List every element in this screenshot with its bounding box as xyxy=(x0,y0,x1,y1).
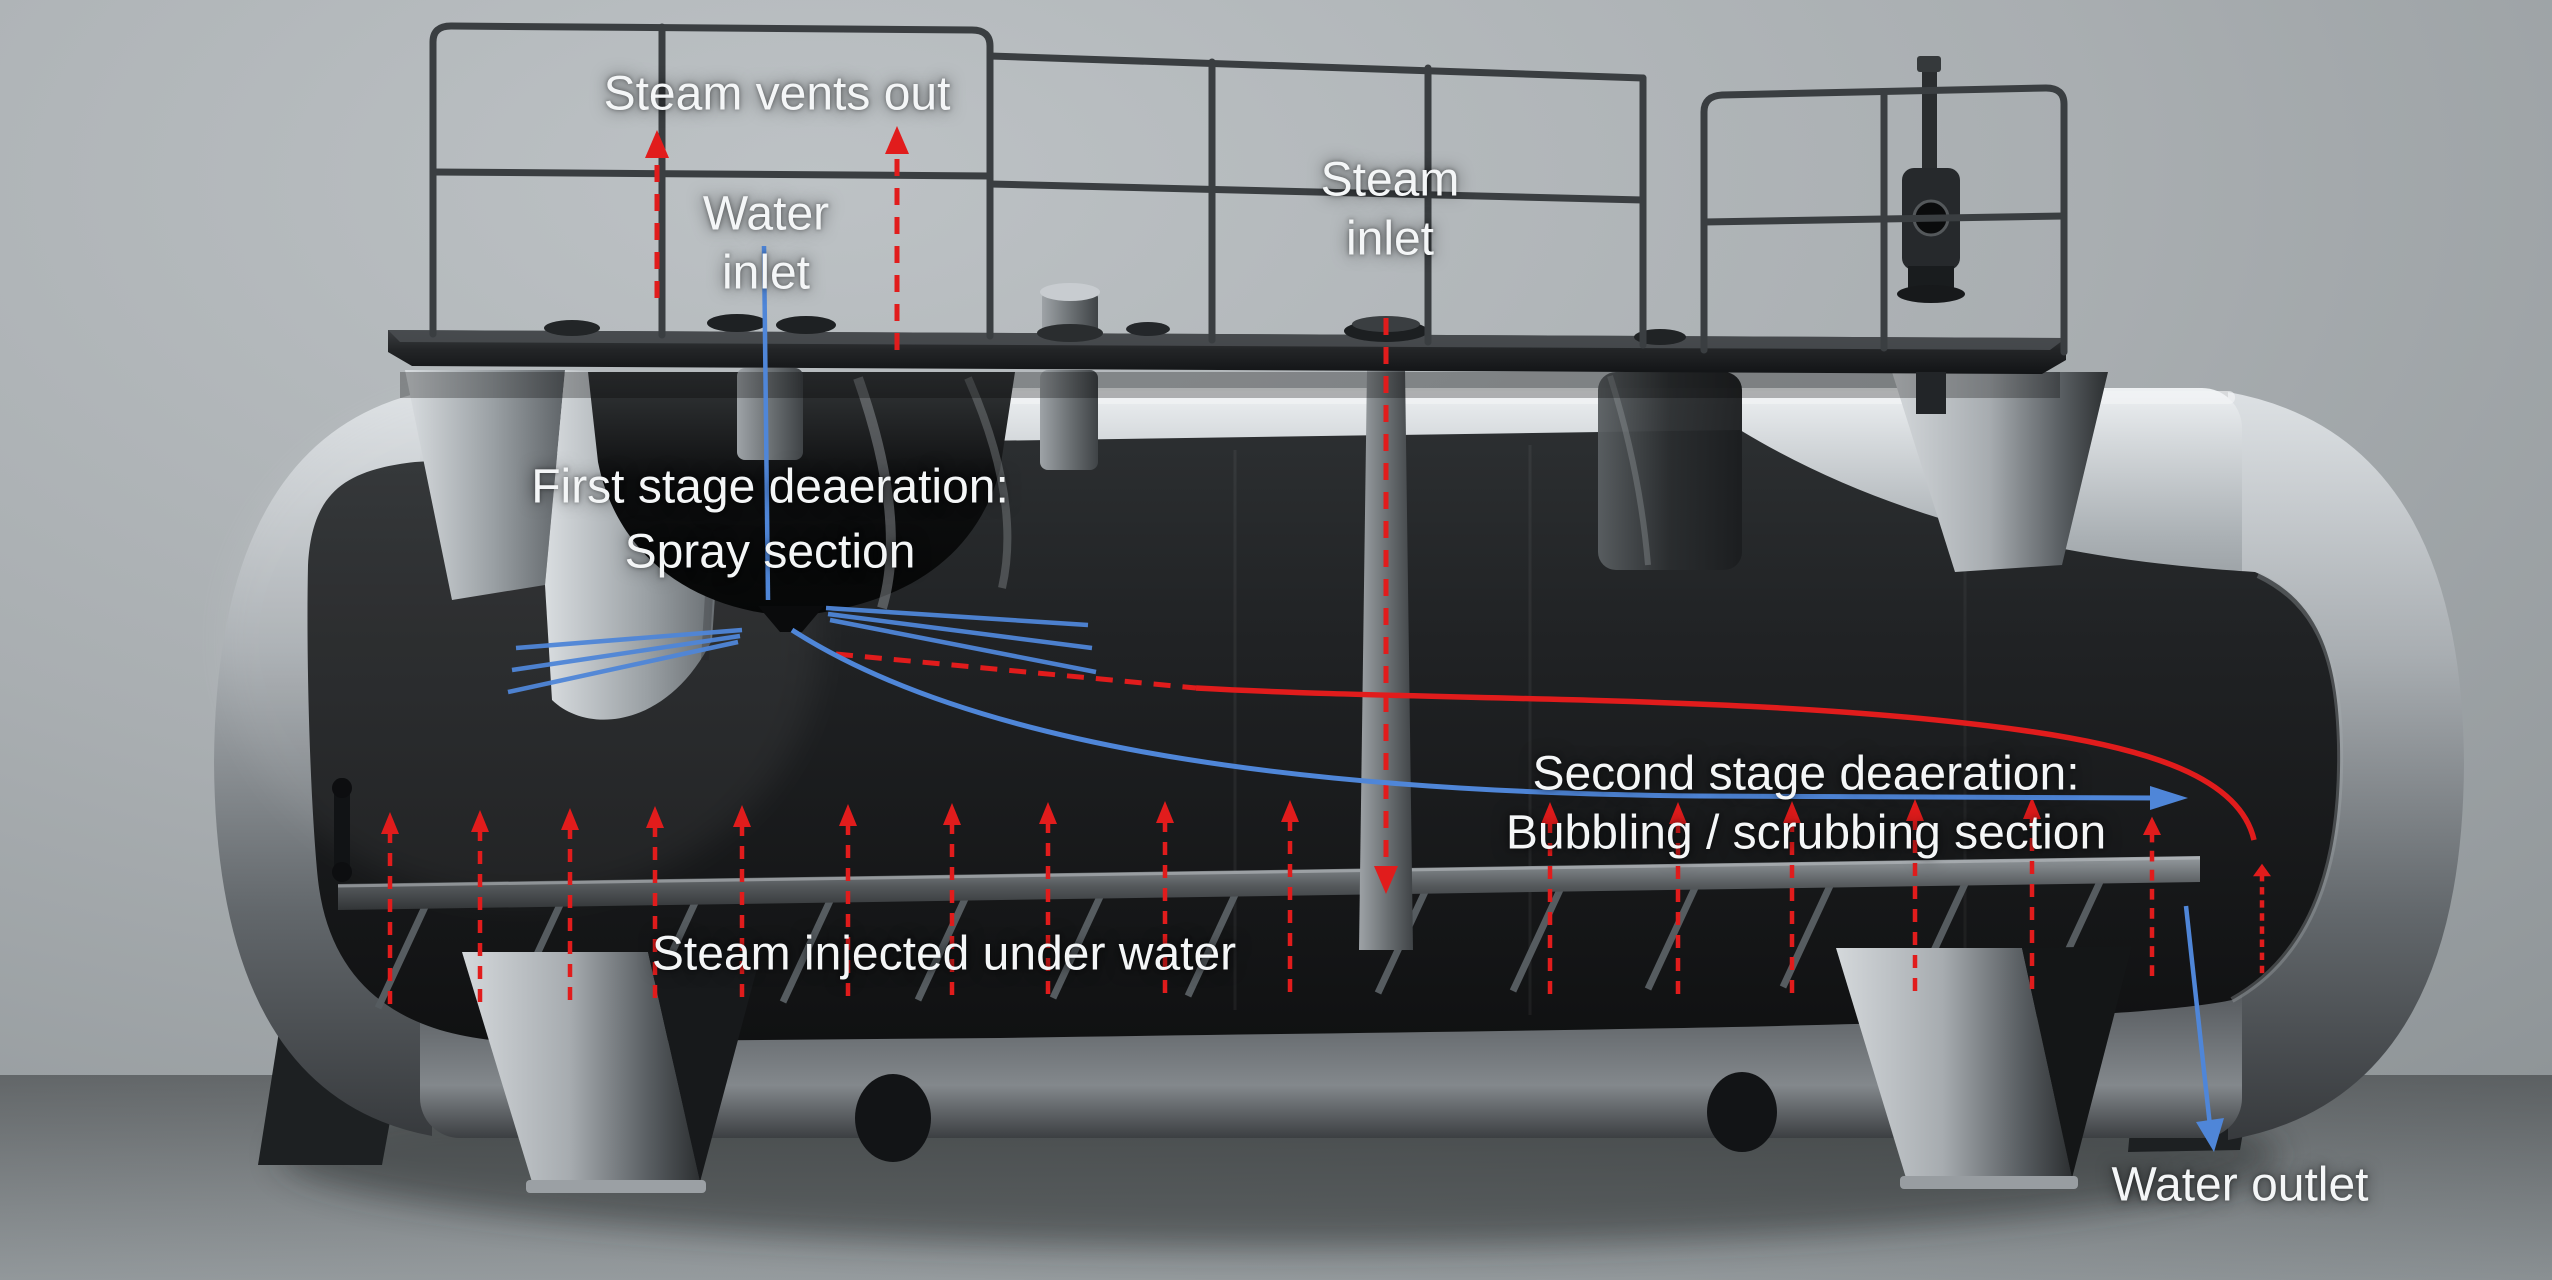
valve-stem-tip xyxy=(1917,56,1941,72)
deck-support-gusset-right xyxy=(1892,372,2108,572)
water-outlet-arrowhead-icon xyxy=(2196,1118,2224,1152)
spray-line xyxy=(507,639,739,695)
handhole-fitting xyxy=(334,778,350,878)
valve-deck-stub xyxy=(1916,372,1946,414)
steam-scrub-path xyxy=(835,651,2257,841)
water-main-arrowhead-icon xyxy=(2150,786,2188,810)
spray-line xyxy=(827,611,1093,651)
front-leg-right-side xyxy=(2022,946,2132,1178)
steam-inlet-pipe xyxy=(1359,368,1413,950)
deck-support-gusset-left xyxy=(405,370,565,600)
railing-frame-left xyxy=(429,22,994,340)
front-leg-left-base xyxy=(526,1180,706,1193)
spray-dome-strap xyxy=(853,376,896,610)
steam-vent-arrowhead-icon xyxy=(885,126,909,154)
safety-valve xyxy=(1897,56,1965,414)
label-second-stage-line2: Bubbling / scrubbing section xyxy=(1505,806,2107,859)
spray-line xyxy=(515,627,743,651)
bottom-drain-stub xyxy=(1707,1072,1777,1152)
steam-vent-arrows xyxy=(645,126,909,350)
steam-inlet-flow xyxy=(1374,318,1398,894)
label-water-outlet: Water outlet xyxy=(2111,1158,2369,1212)
handhole-fitting-top xyxy=(332,778,352,798)
steam-scrub-path-dashed xyxy=(835,651,1197,691)
water-inlet-nozzle xyxy=(737,368,803,460)
front-leg-right xyxy=(1836,948,2072,1178)
spray-line xyxy=(511,633,741,673)
sparger-drop-tube xyxy=(779,888,839,1004)
spray-line xyxy=(829,617,1097,675)
label-first-stage-line2: Spray section xyxy=(624,526,916,579)
front-leg-left xyxy=(462,952,700,1182)
spray-dome-body xyxy=(588,372,1015,614)
railing-midrail-left xyxy=(429,168,994,180)
deck-platform xyxy=(388,330,2066,398)
sparger-drop-tube xyxy=(914,886,974,1002)
label-steam-inlet-line2: inlet xyxy=(1345,212,1435,265)
sparger-drop-tube xyxy=(1644,875,1704,991)
deck-shadow-on-tank xyxy=(400,372,2060,398)
deck-flange-small xyxy=(1126,322,1170,336)
right-cut-rim xyxy=(2230,572,2344,1003)
water-inlet-flange xyxy=(707,314,767,332)
label-water-inlet: Water inlet xyxy=(703,185,829,302)
front-leg-left-side xyxy=(648,950,762,1182)
water-outlet-flow-line xyxy=(2183,905,2213,1127)
spray-dome-strap xyxy=(964,376,1012,589)
sparger-drop-tube xyxy=(1049,884,1109,1000)
valve-stem xyxy=(1922,64,1937,174)
deck-through-nozzle xyxy=(1040,370,1098,470)
sparger-header xyxy=(338,856,2200,910)
label-steam-vents-out: Steam vents out xyxy=(603,67,951,121)
capped-nozzle xyxy=(1042,292,1098,334)
spray-line xyxy=(825,605,1089,628)
steam-inlet-arrowhead-icon xyxy=(1374,866,1398,894)
label-steam-inlet-line1: Steam xyxy=(1320,153,1460,207)
saddle-band-mid-highlight xyxy=(1607,375,1651,566)
capped-nozzle-top xyxy=(1040,283,1100,301)
water-spray-fan xyxy=(507,605,1097,695)
bottom-drain-stub xyxy=(855,1074,931,1162)
saddle-band-mid xyxy=(1598,372,1742,570)
front-leg-right-base xyxy=(1900,1176,2078,1189)
water-main-path xyxy=(790,627,2157,801)
sparger-drop-tube xyxy=(1509,877,1569,993)
railing-midrail-mid xyxy=(986,180,1647,204)
spray-nozzle-cone xyxy=(758,606,824,632)
label-water-inlet-line2: inlet xyxy=(721,246,811,299)
water-inlet-flow-line xyxy=(761,245,771,601)
label-first-stage-line1: First stage deaeration: xyxy=(531,460,1009,514)
water-inlet-flange xyxy=(776,316,836,334)
steam-vent-arrowhead-icon xyxy=(645,130,669,158)
water-flow-lines xyxy=(507,245,2224,1152)
deck-flange xyxy=(544,320,600,336)
label-second-stage-deaeration: Second stage deaeration: Bubbling / scru… xyxy=(1506,745,2106,862)
deck-flange-mid xyxy=(1634,329,1686,345)
label-second-stage-line1: Second stage deaeration: xyxy=(1532,747,2080,801)
sparger-header-highlight xyxy=(337,856,2201,888)
sparger-drop-tube xyxy=(1184,882,1244,998)
label-water-inlet-line1: Water xyxy=(702,187,830,241)
label-first-stage-deaeration: First stage deaeration: Spray section xyxy=(531,455,1009,586)
label-steam-injected-under-water: Steam injected under water xyxy=(651,927,1237,981)
label-steam-inlet: Steam inlet xyxy=(1321,151,1460,268)
capped-nozzle-base xyxy=(1037,324,1103,342)
steam-scrub-path-solid xyxy=(1195,685,2257,841)
handhole-fitting-bottom xyxy=(332,862,352,882)
spray-dome xyxy=(588,372,1015,632)
railing-toprail-mid xyxy=(986,52,1647,82)
valve-base-flange xyxy=(1897,285,1965,303)
sparger-drop-tube xyxy=(374,894,434,1010)
support-legs xyxy=(462,946,2132,1193)
